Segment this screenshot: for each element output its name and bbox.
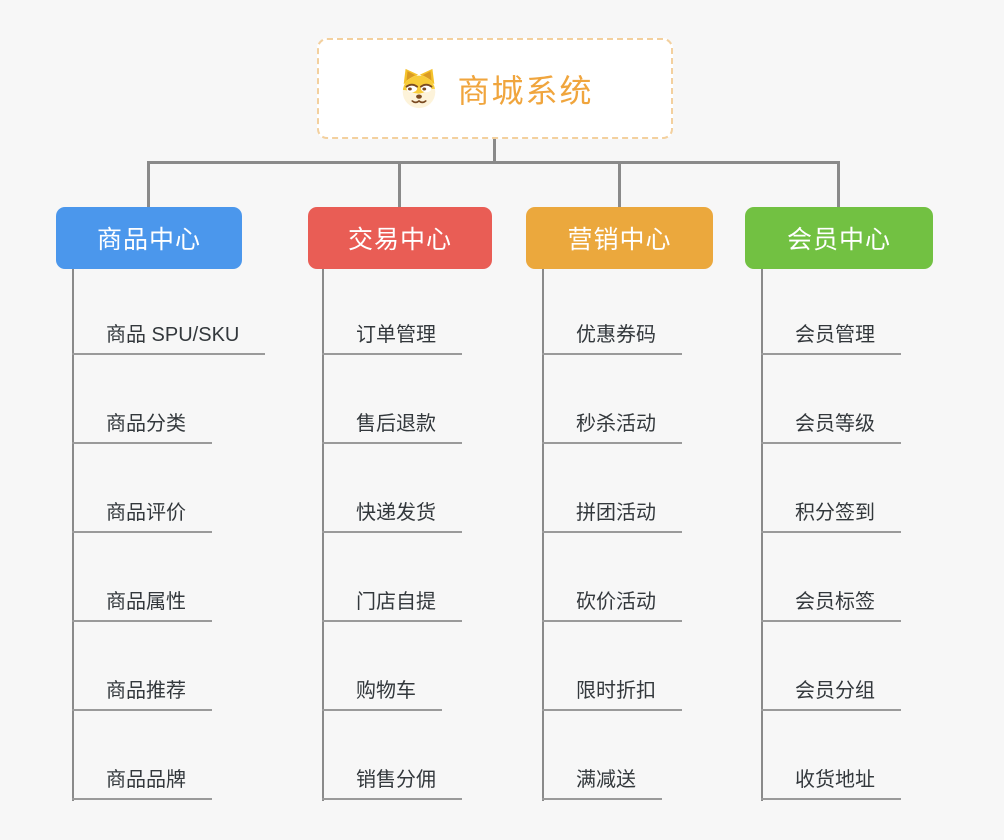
connector-drop-branch-2 xyxy=(398,161,401,208)
connector-drop-branch-4 xyxy=(837,161,840,208)
connector-children-product xyxy=(72,269,74,801)
branch-label: 商品中心 xyxy=(96,226,201,254)
leaf-node[interactable]: 积分签到 xyxy=(761,501,901,533)
leaf-node[interactable]: 满减送 xyxy=(542,768,662,800)
leaf-node[interactable]: 限时折扣 xyxy=(542,679,682,711)
leaf-node[interactable]: 砍价活动 xyxy=(542,590,682,622)
leaf-node[interactable]: 销售分佣 xyxy=(322,768,462,800)
leaf-node[interactable]: 门店自提 xyxy=(322,590,462,622)
leaf-node[interactable]: 快递发货 xyxy=(322,501,462,533)
leaf-node[interactable]: 商品属性 xyxy=(72,590,212,622)
leaf-node[interactable]: 拼团活动 xyxy=(542,501,682,533)
connector-root-drop xyxy=(493,139,496,164)
leaf-node[interactable]: 优惠券码 xyxy=(542,323,682,355)
leaf-node[interactable]: 会员分组 xyxy=(761,679,901,711)
connector-drop-branch-1 xyxy=(147,161,150,208)
leaf-node[interactable]: 订单管理 xyxy=(322,323,462,355)
leaf-node[interactable]: 购物车 xyxy=(322,679,442,711)
connector-children-marketing xyxy=(542,269,544,801)
leaf-node[interactable]: 收货地址 xyxy=(761,768,901,800)
leaf-node[interactable]: 商品评价 xyxy=(72,501,212,533)
leaf-node[interactable]: 会员标签 xyxy=(761,590,901,622)
branch-label: 营销中心 xyxy=(567,226,672,254)
branch-label: 会员中心 xyxy=(786,226,891,254)
connector-trunk-horizontal xyxy=(147,161,840,164)
branch-label: 交易中心 xyxy=(347,226,452,254)
root-node-mall-system[interactable]: 商城系统 xyxy=(317,38,673,139)
connector-drop-branch-3 xyxy=(618,161,621,208)
branch-node-marketing-center[interactable]: 营销中心 xyxy=(526,207,713,269)
branch-node-trade-center[interactable]: 交易中心 xyxy=(308,207,492,269)
connector-children-trade xyxy=(322,269,324,801)
leaf-node[interactable]: 商品品牌 xyxy=(72,768,212,800)
leaf-node[interactable]: 售后退款 xyxy=(322,412,462,444)
leaf-node[interactable]: 会员等级 xyxy=(761,412,901,444)
doge-icon xyxy=(403,68,436,108)
branch-node-member-center[interactable]: 会员中心 xyxy=(745,207,933,269)
leaf-node[interactable]: 商品 SPU/SKU xyxy=(72,323,266,355)
root-node-label: 商城系统 xyxy=(457,72,594,109)
leaf-node[interactable]: 会员管理 xyxy=(761,323,901,355)
connector-children-member xyxy=(761,269,763,801)
leaf-node[interactable]: 秒杀活动 xyxy=(542,412,682,444)
leaf-node[interactable]: 商品分类 xyxy=(72,412,212,444)
branch-node-product-center[interactable]: 商品中心 xyxy=(56,207,242,269)
leaf-node[interactable]: 商品推荐 xyxy=(72,679,212,711)
